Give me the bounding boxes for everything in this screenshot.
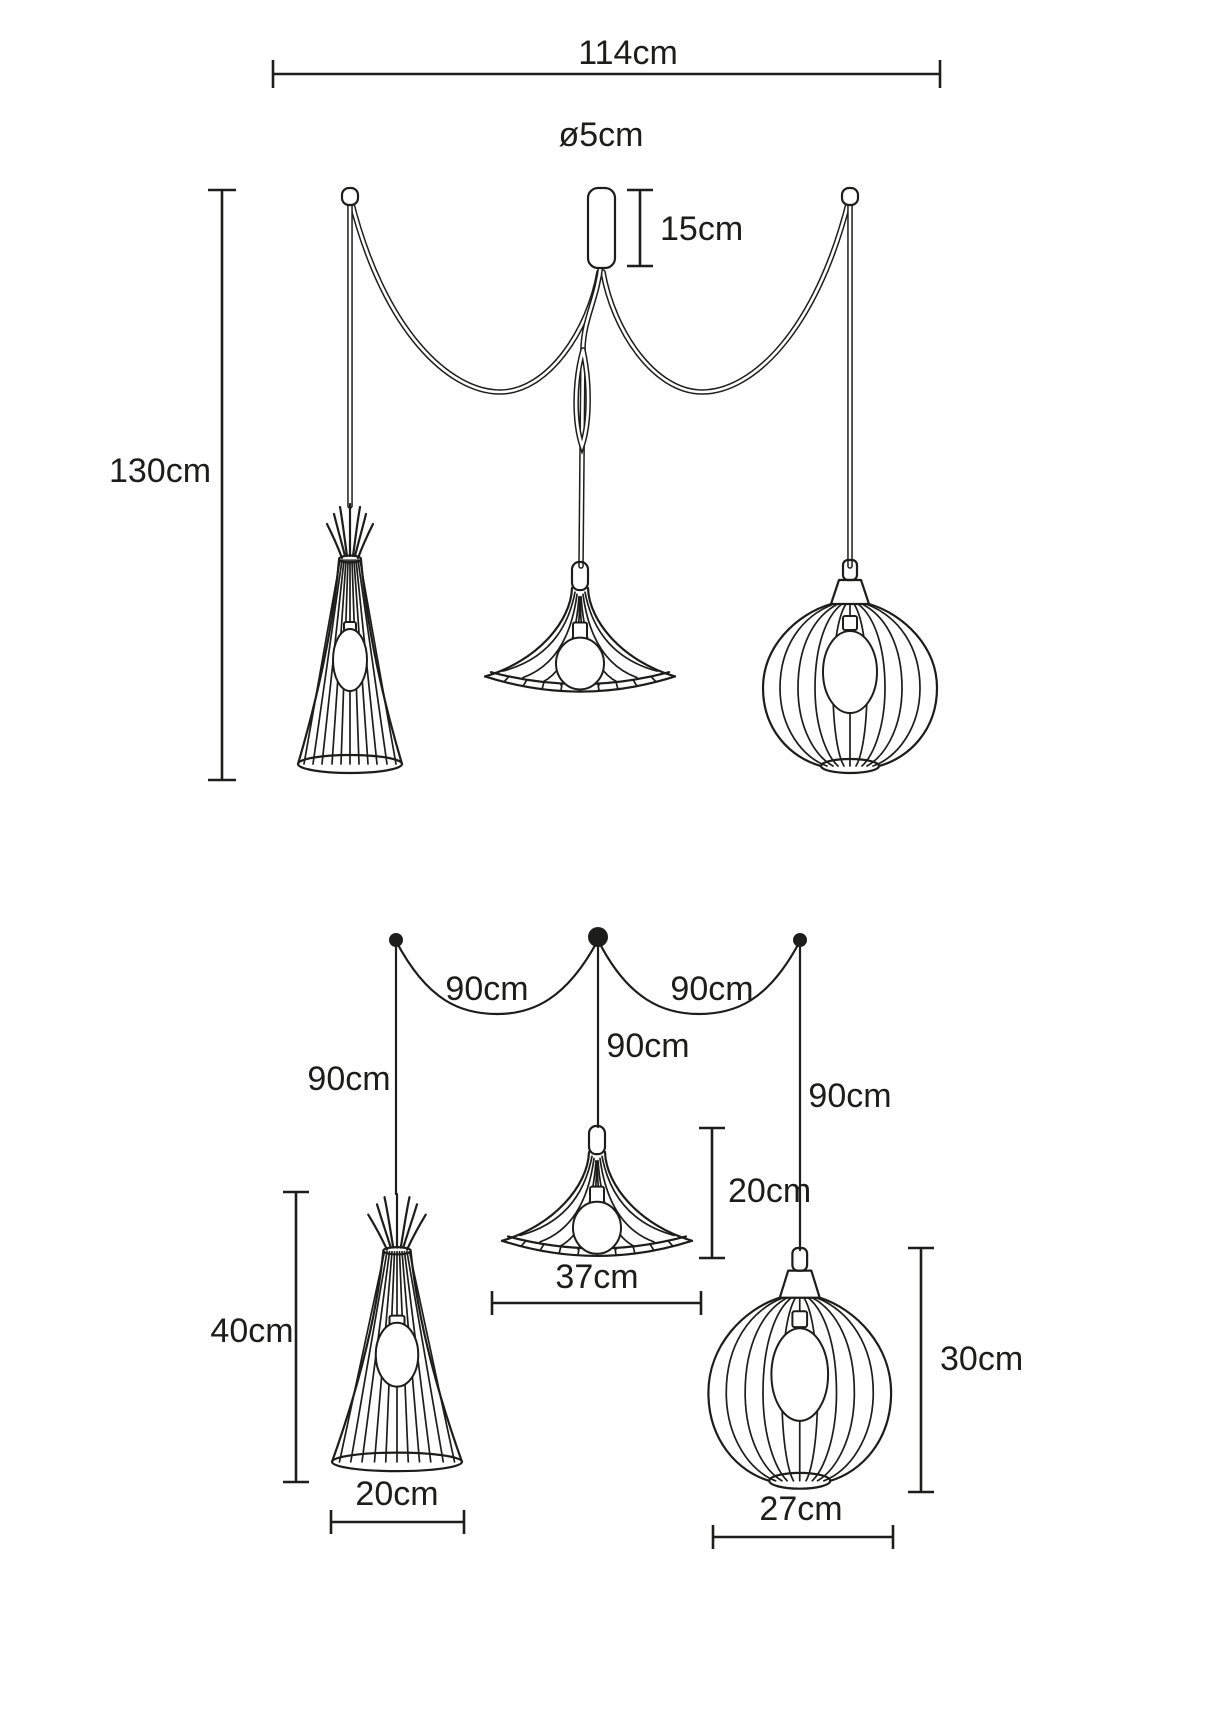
teardrop-height-dimension: 30cm <box>908 1246 1023 1494</box>
attachment-dot-center <box>588 927 608 947</box>
ceiling-canopy <box>586 186 617 270</box>
cone-width-label: 20cm <box>355 1475 438 1513</box>
layout-cables <box>394 937 802 1252</box>
teardrop-width-label: 27cm <box>759 1490 842 1528</box>
canopy-length-dimension: 15cm <box>627 188 743 268</box>
front-width-dimension: 114cm <box>271 34 942 88</box>
overall-height-label: 130cm <box>109 452 211 490</box>
cone-height-dimension: 40cm <box>210 1190 309 1484</box>
front-height-dimension: 130cm <box>109 188 236 782</box>
cord-center-label: 90cm <box>606 1027 689 1065</box>
cone-height-label: 40cm <box>210 1312 293 1350</box>
layout-swag-left <box>394 938 600 1016</box>
cord-right-label: 90cm <box>808 1077 891 1115</box>
teardrop-pendant-front <box>761 558 939 775</box>
swag-left-label: 90cm <box>445 970 528 1008</box>
cone-pendant-layout <box>330 1192 464 1473</box>
overall-width-label: 114cm <box>578 34 678 72</box>
teardrop-pendant-layout <box>707 1246 893 1490</box>
canopy-length-label: 15cm <box>660 210 743 248</box>
trumpet-width-label: 37cm <box>555 1258 638 1296</box>
cone-pendant-front <box>296 502 404 775</box>
teardrop-height-label: 30cm <box>940 1340 1023 1378</box>
attachment-dot-left <box>389 933 403 947</box>
trumpet-pendant-layout <box>500 1124 694 1258</box>
layout-swag-right <box>596 938 802 1016</box>
layout-view: 90cm 90cm 90cm 90cm 90cm 40cm 20cm 20cm <box>210 927 1023 1549</box>
trumpet-height-label: 20cm <box>728 1172 811 1210</box>
trumpet-width-dimension: 37cm <box>490 1258 703 1315</box>
swag-right-label: 90cm <box>670 970 753 1008</box>
swag-cable-left <box>351 200 599 392</box>
ceiling-hook-left <box>340 186 360 207</box>
front-view: 114cm 130cm ø5cm 15cm <box>109 34 942 782</box>
cone-width-dimension: 20cm <box>329 1475 466 1534</box>
trumpet-height-dimension: 20cm <box>699 1126 811 1260</box>
ceiling-hook-right <box>840 186 860 207</box>
teardrop-width-dimension: 27cm <box>711 1490 895 1549</box>
canopy-diameter-label: ø5cm <box>559 116 644 154</box>
cord-left-label: 90cm <box>307 1060 390 1098</box>
attachment-dot-right <box>793 933 807 947</box>
trumpet-pendant-front <box>483 560 677 693</box>
